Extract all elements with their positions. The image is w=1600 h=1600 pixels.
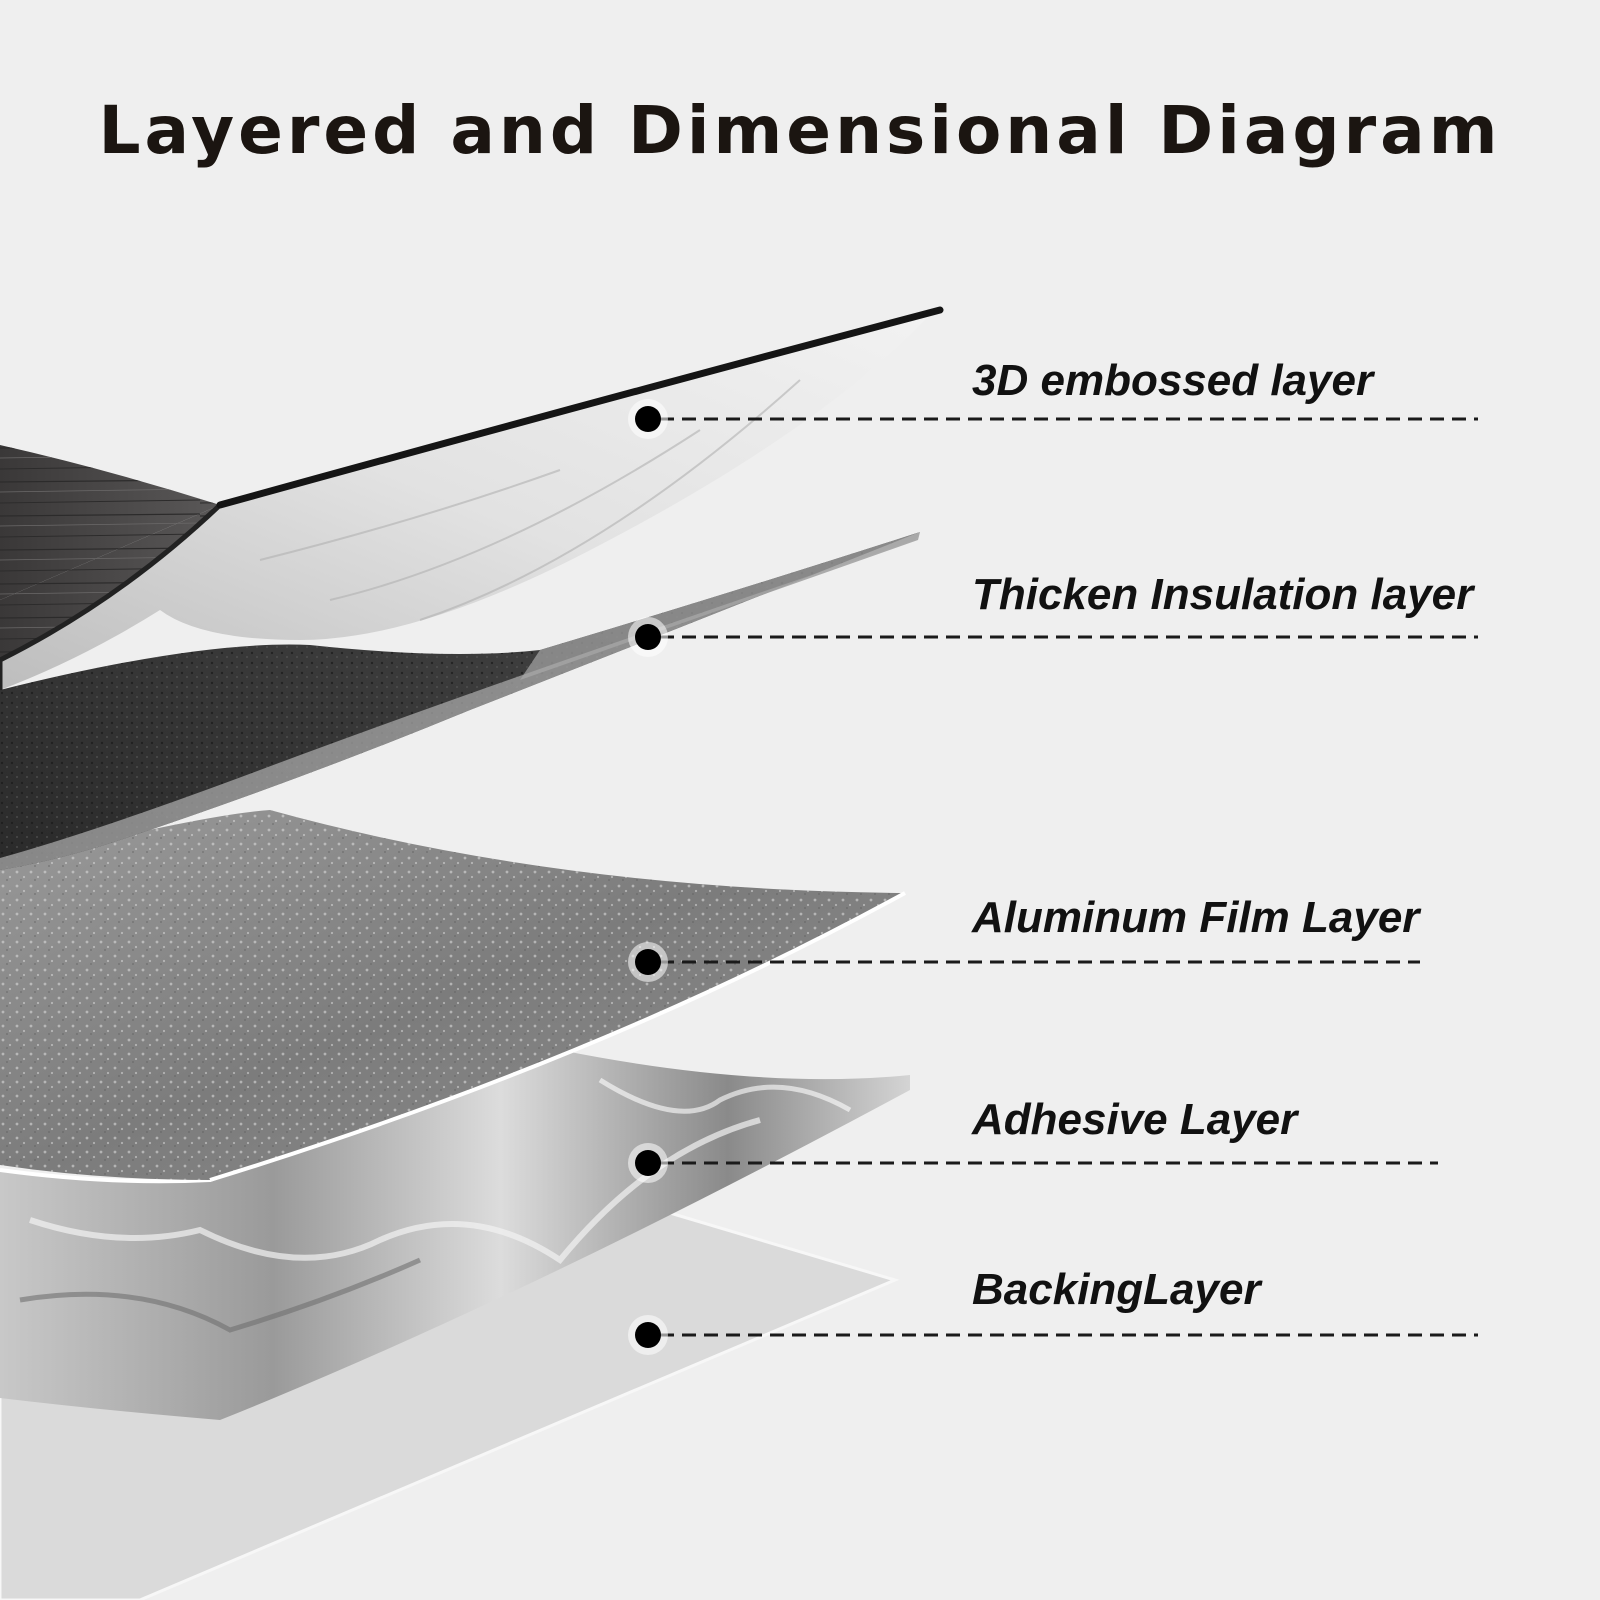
label-thicken-insulation-layer: Thicken Insulation layer xyxy=(972,570,1474,619)
marker-dot-adhesive xyxy=(635,1150,661,1176)
label-adhesive-layer: Adhesive Layer xyxy=(972,1095,1298,1144)
label-backing-layer: BackingLayer xyxy=(972,1265,1261,1314)
thicken-insulation-layer-sheet xyxy=(0,532,920,870)
label-3d-embossed-layer: 3D embossed layer xyxy=(972,356,1374,405)
marker-dot-thicken-insulation xyxy=(635,624,661,650)
label-aluminum-film-layer: Aluminum Film Layer xyxy=(972,893,1420,942)
marker-dot-aluminum-film xyxy=(635,949,661,975)
diagram-title: Layered and Dimensional Diagram xyxy=(98,92,1502,169)
embossed-layer-sheet xyxy=(0,306,944,690)
marker-dot-3d-embossed xyxy=(635,406,661,432)
marker-dot-backing xyxy=(635,1322,661,1348)
aluminum-film-layer-sheet xyxy=(0,810,906,1182)
